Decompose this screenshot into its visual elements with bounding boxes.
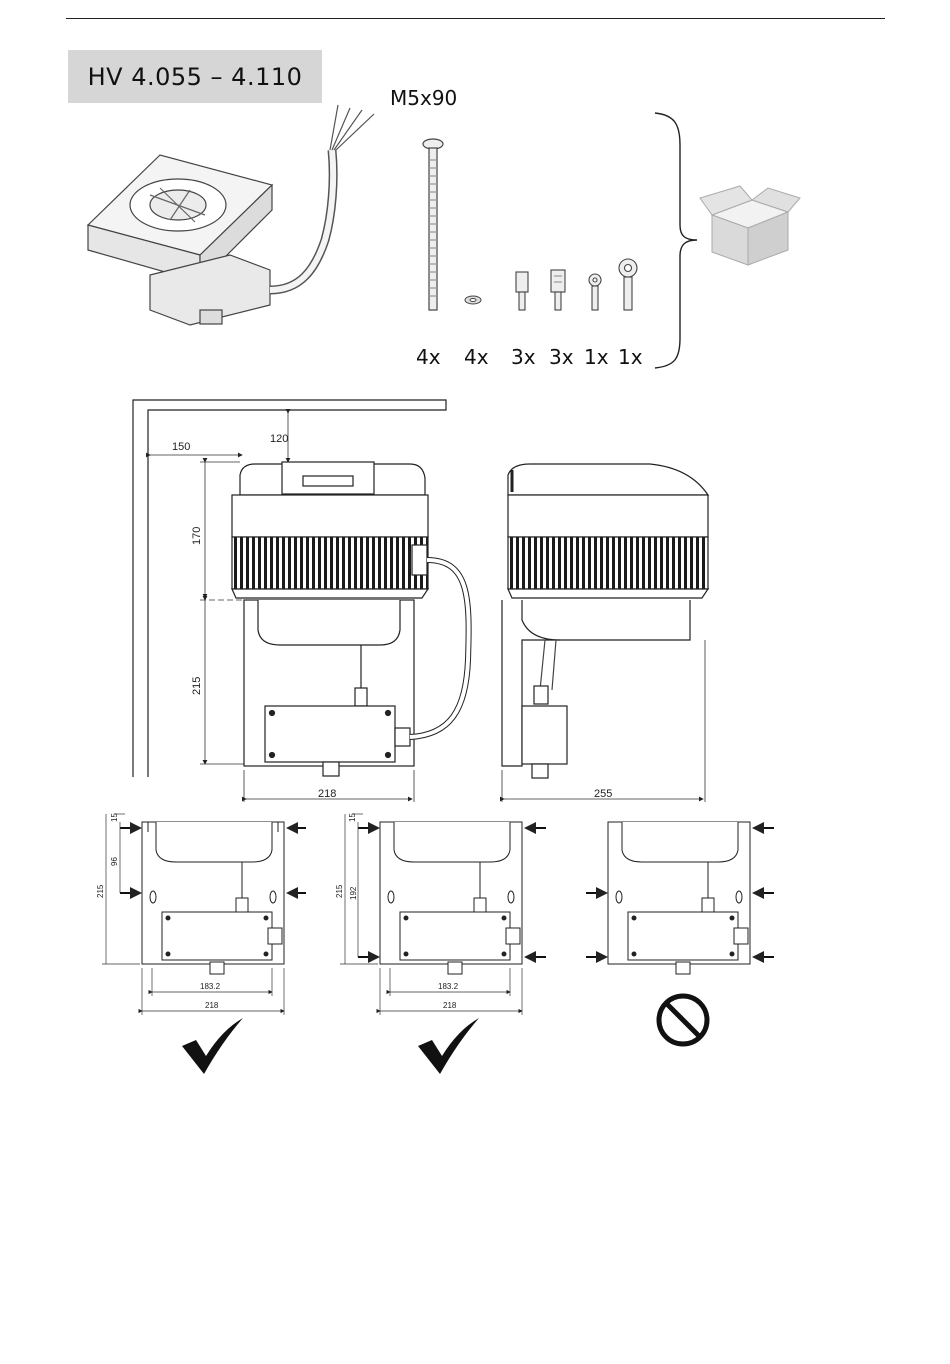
pump-isometric-illustration: [88, 105, 374, 325]
dim-upper-height: 170: [191, 527, 203, 545]
prohibited-icon: [659, 996, 707, 1044]
option-b-top-offset: 15: [348, 813, 357, 822]
pump-side-view: [502, 464, 708, 778]
dim-side-depth: 255: [594, 788, 612, 800]
bracket: [655, 113, 697, 368]
connector-icon: [516, 272, 528, 310]
pump-front-view: [232, 462, 469, 776]
box-icon: [700, 186, 800, 265]
dim-side-clearance: 150: [172, 441, 190, 453]
option-b-hole-width: 183.2: [438, 982, 459, 991]
option-b-hole-spacing: 192: [349, 886, 358, 900]
connector-insulated-icon: [551, 270, 565, 310]
ring-terminal-small-icon: [589, 274, 601, 310]
option-b-height: 215: [335, 884, 344, 898]
mounting-option-a: [142, 822, 284, 974]
option-a-hole-width: 183.2: [200, 982, 221, 991]
dim-front-width: 218: [318, 788, 336, 800]
option-a-top-offset: 15: [110, 813, 119, 822]
screw-icon: [423, 139, 443, 310]
option-a-width: 218: [205, 1001, 219, 1010]
ring-terminal-large-icon: [619, 259, 637, 310]
option-a-height: 215: [96, 884, 105, 898]
dim-lower-height: 215: [191, 677, 203, 695]
dim-top-clearance: 120: [270, 433, 288, 445]
check-icon-a: [182, 1018, 243, 1074]
check-icon-b: [418, 1018, 479, 1074]
mounting-option-c: [608, 822, 750, 974]
option-b-width: 218: [443, 1001, 457, 1010]
washer-icon: [465, 296, 481, 304]
mounting-option-b: [380, 822, 522, 974]
option-a-hole-spacing: 96: [110, 857, 119, 866]
